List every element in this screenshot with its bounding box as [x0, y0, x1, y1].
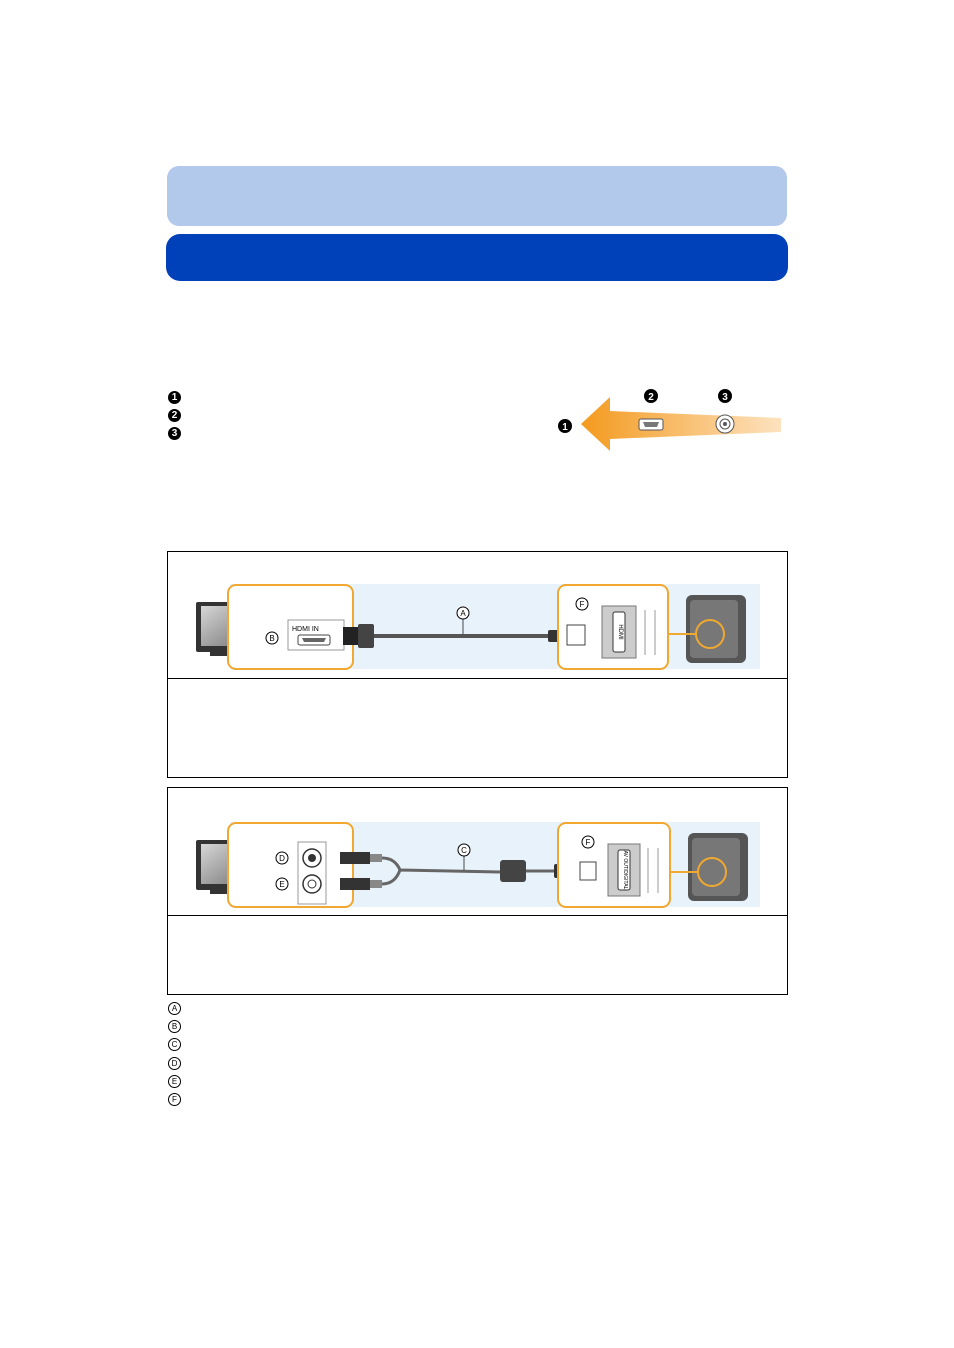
- callout-b: B: [269, 634, 274, 643]
- av-cable: [381, 856, 501, 886]
- callout-e: E: [279, 880, 284, 889]
- callout-d: D: [279, 854, 285, 863]
- callout-f: F: [580, 600, 585, 609]
- hdmi-connection-diagram: HDMI IN B A F HDMI: [196, 584, 760, 670]
- priority-list: 1 2 3: [168, 391, 188, 443]
- camera-icon: [688, 833, 748, 901]
- panel-divider: [168, 915, 787, 916]
- svg-text:1: 1: [562, 422, 568, 433]
- callout-c: C: [461, 846, 467, 855]
- priority-marker-2: 2: [168, 409, 181, 422]
- legend-letter-a: A: [168, 1002, 181, 1015]
- legend-letter-b: B: [168, 1020, 181, 1033]
- svg-text:3: 3: [722, 392, 728, 403]
- subsection-title-bar: [166, 234, 788, 281]
- legend-letter-c: C: [168, 1038, 181, 1051]
- legend-letter-e: E: [168, 1075, 181, 1088]
- callout-a: A: [460, 609, 466, 618]
- priority-marker-3: 3: [168, 427, 181, 440]
- av-connection-diagram: D E C F AV OUT/DIGITAL: [196, 822, 760, 908]
- camera-av-label: AV OUT/DIGITAL: [622, 851, 628, 890]
- legend-letter-f: F: [168, 1093, 181, 1106]
- priority-marker-1-arrow: [558, 419, 572, 433]
- priority-marker-3-arrow: [718, 389, 732, 403]
- priority-marker-2-arrow: [644, 389, 658, 403]
- tv-callout-frame: [227, 822, 354, 908]
- camera-hdmi-label: HDMI: [617, 624, 623, 640]
- rca-jack-icon: [715, 414, 735, 434]
- legend-letter-d: D: [168, 1057, 181, 1070]
- camera-icon: [686, 595, 746, 663]
- priority-arrow: [581, 397, 781, 451]
- callout-f: F: [586, 838, 591, 847]
- section-header-bar: [167, 166, 787, 226]
- priority-marker-1: 1: [168, 391, 181, 404]
- panel-divider: [168, 678, 787, 679]
- svg-text:2: 2: [648, 392, 654, 403]
- legend-list: A B C D E F: [168, 1002, 188, 1106]
- hdmi-in-label: HDMI IN: [292, 626, 319, 633]
- priority-arrow-diagram: 1 2 3: [558, 389, 781, 451]
- hdmi-port-icon: [638, 418, 664, 431]
